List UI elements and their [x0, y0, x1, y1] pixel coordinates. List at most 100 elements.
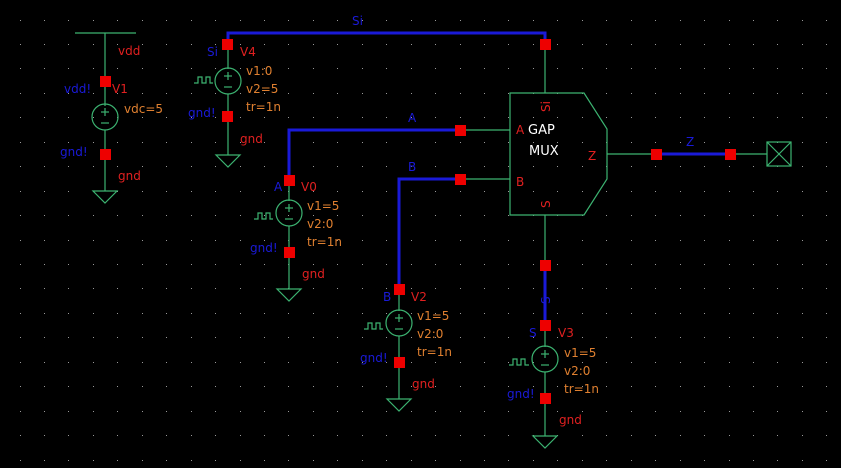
grid-dot [802, 93, 803, 94]
pin-terminal[interactable] [725, 149, 736, 160]
net-a-wire[interactable] [287, 128, 460, 180]
grid-dot [729, 142, 730, 143]
grid-dot [655, 240, 656, 241]
param-label: tr=1n [246, 100, 281, 114]
grid-dot [460, 386, 461, 387]
grid-dot [484, 313, 485, 314]
grid-dot [508, 166, 509, 167]
grid-dot [142, 288, 143, 289]
grid-dot [777, 362, 778, 363]
pin-terminal[interactable] [540, 39, 551, 50]
grid-dot [93, 288, 94, 289]
grid-dot [93, 337, 94, 338]
source-v3[interactable]: S V3 v1=5 v2:0 tr=1n gnd! gnd [507, 320, 599, 449]
grid-dot [802, 313, 803, 314]
grid-dot [117, 191, 118, 192]
grid-dot [93, 117, 94, 118]
pin-terminal[interactable] [540, 393, 551, 404]
pin-terminal[interactable] [284, 175, 295, 186]
grid-dot [288, 337, 289, 338]
grid-dot [826, 117, 827, 118]
grid-dot [337, 264, 338, 265]
pin-terminal[interactable] [100, 149, 111, 160]
grid-dot [680, 142, 681, 143]
grid-dot [117, 411, 118, 412]
grid-dot [411, 313, 412, 314]
grid-dot [117, 166, 118, 167]
grid-dot [264, 142, 265, 143]
pin-terminal[interactable] [284, 247, 295, 258]
grid-dot [166, 44, 167, 45]
grid-dot [240, 93, 241, 94]
pin-terminal[interactable] [100, 76, 111, 87]
grid-dot [337, 93, 338, 94]
grid-dot [704, 20, 705, 21]
net-b-wire[interactable] [397, 177, 460, 289]
grid-dot [557, 191, 558, 192]
grid-dot [484, 411, 485, 412]
grid-dot [386, 240, 387, 241]
grid-dot [362, 142, 363, 143]
ground-icon [214, 154, 242, 168]
grid-dot [435, 191, 436, 192]
source-v0[interactable]: A V0 v1=5 v2:0 tr=1n gnd! gnd [250, 175, 342, 302]
grid-dot [729, 362, 730, 363]
grid-dot [533, 142, 534, 143]
grid-dot [411, 460, 412, 461]
pin-terminal[interactable] [455, 125, 466, 136]
grid-dot [166, 68, 167, 69]
grid-dot [240, 68, 241, 69]
grid-dot [777, 191, 778, 192]
grid-dot [460, 93, 461, 94]
pin-terminal[interactable] [222, 39, 233, 50]
grid-dot [264, 215, 265, 216]
grid-dot [777, 288, 778, 289]
grid-dot [117, 20, 118, 21]
grid-dot [582, 117, 583, 118]
pin-terminal[interactable] [394, 357, 405, 368]
pin-terminal[interactable] [540, 260, 551, 271]
pin-terminal[interactable] [222, 111, 233, 122]
instance-label: V0 [301, 180, 317, 194]
grid-dot [753, 386, 754, 387]
grid-dot [93, 142, 94, 143]
source-v2[interactable]: B V2 v1=5 v2:0 tr=1n gnd! gnd [360, 284, 452, 412]
grid-dot [93, 435, 94, 436]
grid-dot [631, 288, 632, 289]
grid-dot [44, 411, 45, 412]
grid-dot [802, 288, 803, 289]
grid-dot [386, 288, 387, 289]
ground-icon [275, 288, 303, 302]
output-terminal-icon[interactable] [766, 141, 792, 167]
grid-dot [826, 215, 827, 216]
source-v4[interactable]: Si V4 v1:0 v2=5 tr=1n gnd! gnd [188, 39, 281, 168]
grid-dot [777, 240, 778, 241]
grid-dot [777, 264, 778, 265]
grid-dot [508, 386, 509, 387]
grid-dot [655, 386, 656, 387]
pin-terminal[interactable] [651, 149, 662, 160]
grid-dot [435, 362, 436, 363]
grid-dot [411, 93, 412, 94]
grid-dot [264, 313, 265, 314]
pin-terminal[interactable] [540, 320, 551, 331]
grid-dot [631, 411, 632, 412]
grid-dot [411, 68, 412, 69]
grid-dot [704, 93, 705, 94]
grid-dot [313, 93, 314, 94]
pin-terminal[interactable] [394, 284, 405, 295]
grid-dot [337, 288, 338, 289]
source-v1[interactable]: vdd vdd! V1 vdc=5 gnd! gnd [60, 32, 163, 204]
grid-dot [20, 117, 21, 118]
grid-dot [631, 386, 632, 387]
pin-terminal[interactable] [455, 174, 466, 185]
grid-dot [508, 117, 509, 118]
grid-dot [337, 20, 338, 21]
grid-dot [533, 386, 534, 387]
grid-dot [411, 264, 412, 265]
net-si-wire[interactable] [226, 31, 547, 44]
grid-dot [166, 288, 167, 289]
gap-mux-cell[interactable]: Si A GAP MUX Z B S [466, 39, 656, 265]
grid-dot [93, 411, 94, 412]
